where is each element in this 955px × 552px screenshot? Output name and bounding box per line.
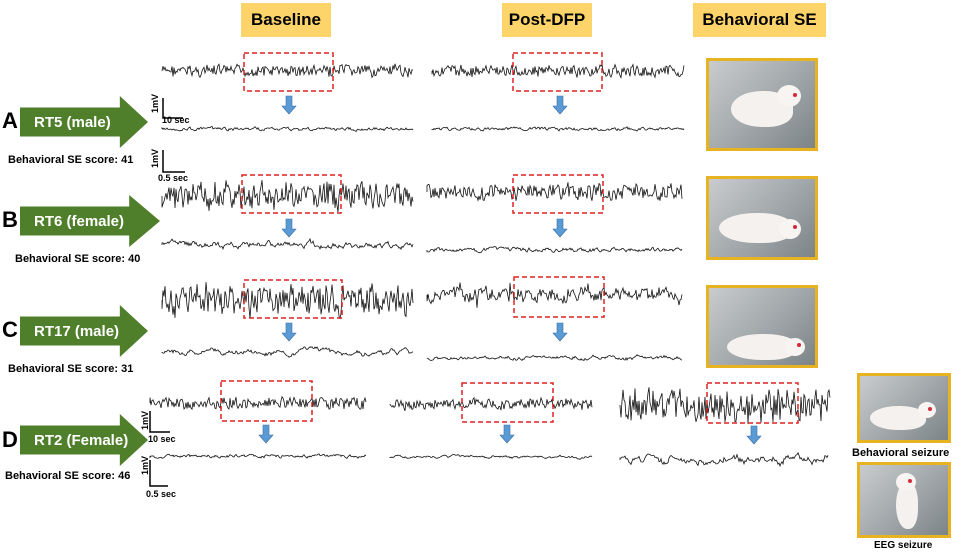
row-score-b: Behavioral SE score: 40 [15, 253, 141, 265]
zoom-box-c-baseline [243, 279, 343, 319]
rat-head [779, 219, 801, 239]
photo-rt17-behavioral-se [706, 285, 818, 368]
trace-a-baseline [161, 63, 414, 79]
trace-c-postdfp [426, 282, 683, 308]
row-letter-b: B [2, 207, 18, 232]
zoom-box-b-postdfp [512, 174, 604, 214]
rat-image [896, 481, 918, 529]
rat-head [896, 473, 916, 491]
scale-bar-a2 [162, 150, 185, 173]
trace-a-postdfp [431, 63, 685, 80]
trace-d-se-zoom [619, 451, 829, 468]
rat-head [777, 85, 801, 107]
trace-c-baseline-zoom [161, 346, 414, 358]
photo-rt5-behavioral-se [706, 58, 818, 151]
zoom-box-b-baseline [241, 174, 342, 214]
row-score-a: Behavioral SE score: 41 [8, 154, 134, 166]
rat-eye [797, 343, 801, 347]
trace-a-postdfp-zoom [431, 126, 685, 132]
photo-rt2-eeg-seizure [857, 462, 951, 538]
down-arrow-b-postdfp [552, 218, 568, 238]
rat-eye [908, 479, 912, 483]
trace-c-postdfp-zoom [426, 354, 683, 362]
scale-time-d1: 10 sec [148, 434, 176, 444]
down-arrow-c-baseline [281, 322, 297, 342]
trace-d-postdfp-zoom [389, 453, 593, 460]
row-letter-c: C [2, 317, 18, 342]
zoom-box-a-postdfp [512, 52, 603, 92]
row-label-c: RT17 (male) [34, 322, 120, 340]
down-arrow-d-postdfp [499, 424, 515, 444]
zoom-box-a-baseline [243, 52, 334, 92]
rat-head [785, 338, 805, 356]
row-label-a: RT5 (male) [34, 113, 111, 131]
row-letter-a: A [2, 108, 18, 133]
rat-head [918, 402, 936, 418]
trace-c-baseline [161, 282, 414, 320]
down-arrow-d-se [746, 425, 762, 445]
zoom-box-d-se [706, 382, 799, 424]
trace-d-se [619, 387, 831, 424]
scale-bar-d2 [149, 460, 168, 487]
trace-d-postdfp [389, 396, 593, 411]
caption-behavioral-seizure: Behavioral seizure [852, 447, 950, 459]
trace-b-postdfp-zoom [426, 246, 683, 254]
row-label-b: RT6 (female) [34, 212, 125, 230]
zoom-box-d-baseline [220, 380, 313, 422]
rat-eye [793, 225, 797, 229]
trace-d-baseline-zoom [149, 453, 367, 459]
caption-eeg-seizure: EEG seizure [874, 540, 933, 551]
rat-image [870, 406, 926, 430]
header-baseline: Baseline [241, 3, 331, 37]
row-score-d: Behavioral SE score: 46 [5, 470, 131, 482]
trace-b-baseline-zoom [161, 237, 414, 251]
row-label-d: RT2 (Female) [34, 431, 129, 449]
header-behavioral-se: Behavioral SE [693, 3, 826, 37]
zoom-box-c-postdfp [513, 276, 605, 318]
photo-rt2-behavioral-seizure [857, 373, 951, 443]
down-arrow-b-baseline [281, 218, 297, 238]
row-score-c: Behavioral SE score: 31 [8, 363, 134, 375]
scale-bar-d1 [149, 411, 170, 433]
row-letter-d: D [2, 427, 18, 452]
scale-time-a1: 10 sec [162, 115, 190, 125]
rat-eye [793, 93, 797, 97]
trace-b-postdfp [426, 182, 683, 202]
down-arrow-a-postdfp [552, 95, 568, 115]
header-post-dfp: Post-DFP [502, 3, 592, 37]
trace-d-baseline [149, 395, 367, 411]
down-arrow-a-baseline [281, 95, 297, 115]
rat-eye [928, 407, 932, 411]
down-arrow-c-postdfp [552, 322, 568, 342]
zoom-box-d-postdfp [461, 382, 554, 423]
trace-b-baseline [161, 180, 414, 213]
trace-a-baseline-zoom [161, 125, 414, 133]
scale-bar-a1 [162, 98, 183, 119]
scale-time-d2: 0.5 sec [146, 489, 177, 499]
photo-rt6-behavioral-se [706, 176, 818, 260]
scale-time-a2: 0.5 sec [158, 173, 189, 183]
down-arrow-d-baseline [258, 424, 274, 444]
